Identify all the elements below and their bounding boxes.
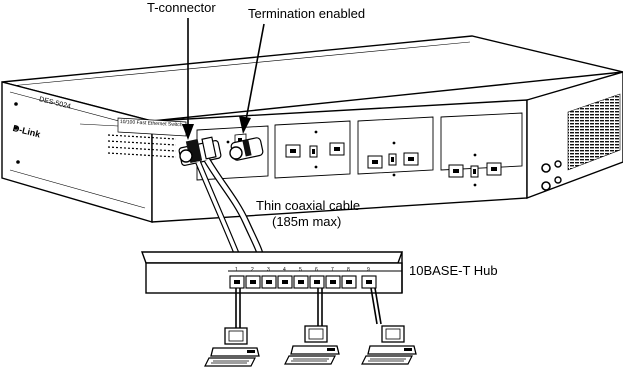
termination-pointer (239, 23, 265, 134)
ethernet-switch (1, 35, 623, 223)
termination-label: Termination enabled (248, 6, 366, 21)
hub-port-number: 7 (331, 267, 334, 273)
led-panel (79, 117, 187, 158)
hub-top (141, 251, 403, 264)
workstation-pc (204, 327, 260, 367)
vent-grille (567, 93, 621, 171)
terminator (229, 137, 264, 161)
screw (14, 102, 18, 106)
ethernet-hub (141, 251, 403, 294)
hub-port-number: 1 (235, 267, 238, 273)
workstation-pc (284, 325, 340, 365)
rack-screw-hole (554, 176, 562, 184)
module-slot (274, 120, 351, 179)
hub-label: 10BASE-T Hub (409, 263, 498, 278)
module-slot (440, 112, 523, 187)
hub-port-number: 8 (347, 267, 350, 273)
hub-port-number: 9 (367, 267, 370, 273)
screw (14, 126, 18, 130)
screw (16, 160, 20, 164)
hub-port-number: 4 (283, 267, 286, 273)
hub-port-number: 5 (299, 267, 302, 273)
cable-label-line2: (185m max) (272, 214, 342, 229)
twisted-pair-cables (235, 287, 382, 328)
hub-port-number: 3 (267, 267, 270, 273)
hub-ports (229, 275, 377, 289)
rack-screw-hole (541, 181, 551, 191)
t-connector (178, 136, 222, 167)
cable-label-line1: Thin coaxial cable (256, 198, 361, 213)
hub-port-number: 2 (251, 267, 254, 273)
hub-port-number: 6 (315, 267, 318, 273)
t-connector-label: T-connector (147, 0, 216, 15)
module-slot (357, 116, 434, 177)
t-connector-pointer (182, 18, 194, 140)
rack-screw-hole (541, 163, 551, 173)
rack-screw-hole (554, 160, 562, 168)
workstation-pc (361, 325, 417, 365)
